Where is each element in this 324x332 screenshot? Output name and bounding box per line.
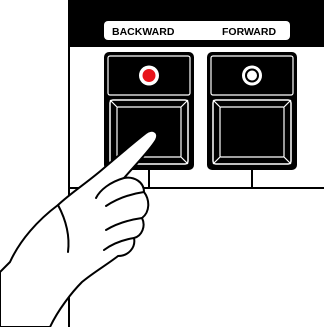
forward-label: FORWARD	[222, 26, 276, 38]
forward-indicator-led	[246, 70, 258, 82]
pointing-hand-icon	[0, 131, 157, 327]
forward-button[interactable]	[207, 52, 297, 170]
backward-indicator-led	[143, 69, 156, 82]
backward-label: BACKWARD	[112, 26, 175, 38]
backward-button[interactable]	[104, 52, 194, 170]
